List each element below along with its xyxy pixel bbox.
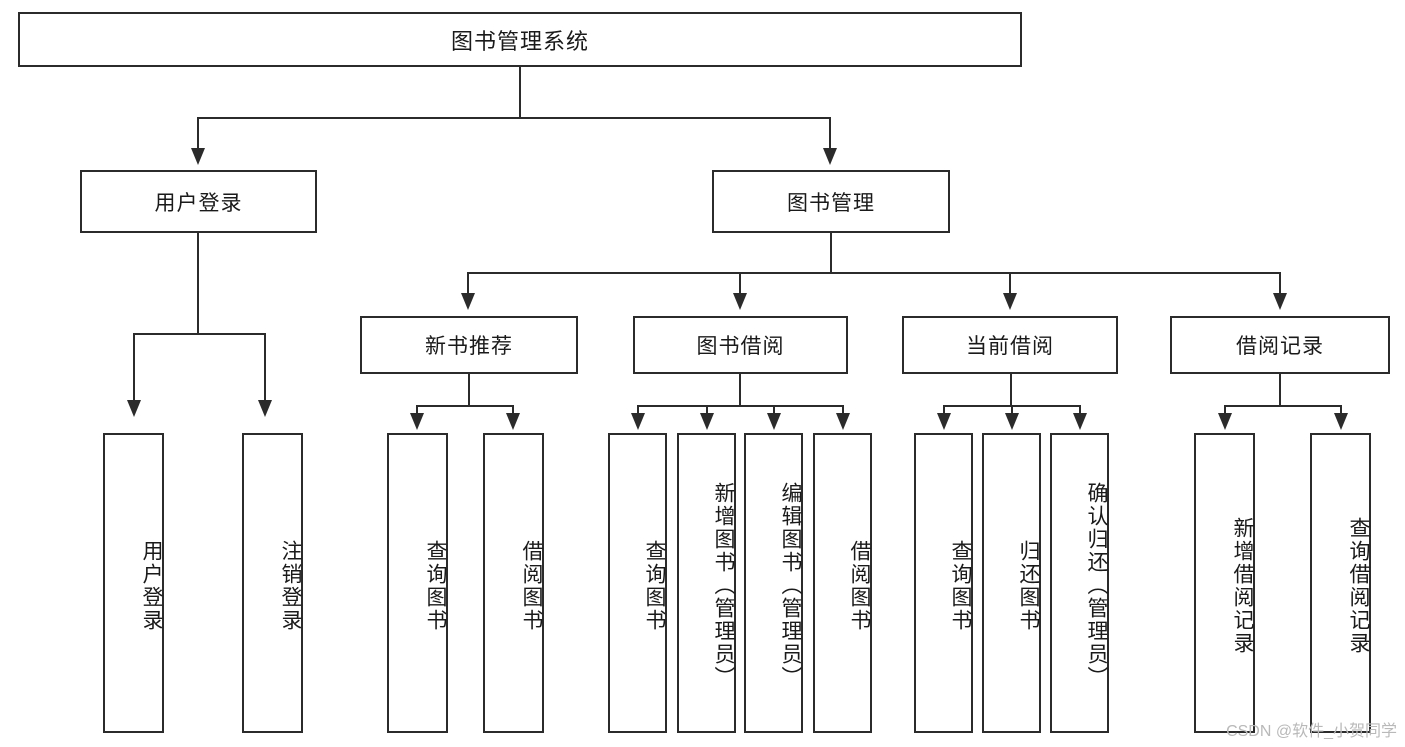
leaf-cb-confirm-return-admin[interactable]: 确认归还（管理员） (1050, 433, 1109, 733)
edge-book-management-bar (467, 272, 1280, 274)
node-label: 新增借阅记录 (1231, 517, 1254, 655)
node-label: 注销登录 (279, 540, 302, 632)
node-label: 查询图书 (643, 540, 666, 632)
node-label: 图书借阅 (696, 335, 785, 358)
edge-user-login-bar (133, 333, 264, 335)
arrowhead-book-management (823, 148, 837, 165)
edge-book-management-stem (830, 233, 832, 273)
node-book-management[interactable]: 图书管理 (712, 170, 950, 233)
edge-nbr-stem (468, 374, 470, 406)
arrowhead-leaf-user-login (127, 400, 141, 417)
edge-bm-to-new-book (467, 272, 469, 294)
edge-root-to-book-management (829, 117, 831, 150)
edge-br-bar (1224, 405, 1342, 407)
node-label: 图书管理 (787, 191, 875, 215)
node-borrow-record[interactable]: 借阅记录 (1170, 316, 1390, 374)
edge-cb-to-leaf-3 (1079, 405, 1081, 415)
edge-br-to-leaf-2 (1340, 405, 1342, 415)
arrowhead-cb-leaf-3 (1073, 413, 1087, 430)
node-label: 借阅记录 (1236, 335, 1324, 358)
leaf-bb-edit-book-admin[interactable]: 编辑图书（管理员） (744, 433, 803, 733)
arrowhead-book-borrow (733, 293, 747, 310)
node-label: 用户登录 (140, 540, 163, 632)
node-user-login[interactable]: 用户登录 (80, 170, 317, 233)
edge-nbr-to-leaf-1 (416, 405, 418, 415)
arrowhead-bb-leaf-3 (767, 413, 781, 430)
arrowhead-new-book-recommend (461, 293, 475, 310)
arrowhead-cb-leaf-2 (1005, 413, 1019, 430)
leaf-cb-query-book[interactable]: 查询图书 (914, 433, 973, 733)
arrowhead-cb-leaf-1 (937, 413, 951, 430)
edge-user-login-to-leaf-1 (133, 333, 135, 402)
edge-bb-to-leaf-3 (773, 405, 775, 415)
node-label: 新书推荐 (425, 335, 513, 358)
node-book-borrow[interactable]: 图书借阅 (633, 316, 848, 374)
node-label: 新增图书（管理员） (712, 481, 735, 689)
edge-user-login-to-leaf-2 (264, 333, 266, 402)
leaf-logout[interactable]: 注销登录 (242, 433, 303, 733)
leaf-br-query-record[interactable]: 查询借阅记录 (1310, 433, 1371, 733)
node-label: 查询图书 (949, 540, 972, 632)
edge-bm-to-book-borrow (739, 272, 741, 294)
edge-root-to-user-login (197, 117, 199, 150)
edge-bm-to-current-borrow (1009, 272, 1011, 294)
edge-br-to-leaf-1 (1224, 405, 1226, 415)
edge-bb-to-leaf-2 (706, 405, 708, 415)
edge-nbr-bar (416, 405, 514, 407)
arrowhead-user-login (191, 148, 205, 165)
node-label: 借阅图书 (520, 540, 543, 632)
node-new-book-recommend[interactable]: 新书推荐 (360, 316, 578, 374)
node-current-borrow[interactable]: 当前借阅 (902, 316, 1118, 374)
node-label: 当前借阅 (966, 335, 1054, 358)
edge-cb-to-leaf-1 (943, 405, 945, 415)
edge-br-stem (1279, 374, 1281, 406)
arrowhead-br-leaf-1 (1218, 413, 1232, 430)
leaf-nbr-query-book[interactable]: 查询图书 (387, 433, 448, 733)
leaf-bb-borrow-book[interactable]: 借阅图书 (813, 433, 872, 733)
node-root-book-management-system[interactable]: 图书管理系统 (18, 12, 1022, 67)
arrowhead-bb-leaf-1 (631, 413, 645, 430)
edge-bb-to-leaf-1 (637, 405, 639, 415)
edge-bb-bar (637, 405, 843, 407)
leaf-br-add-record[interactable]: 新增借阅记录 (1194, 433, 1255, 733)
edge-user-login-stem (197, 233, 199, 334)
edge-bm-to-borrow-record (1279, 272, 1281, 294)
edge-root-stem (519, 67, 521, 118)
node-label: 查询借阅记录 (1347, 517, 1370, 655)
arrowhead-leaf-logout (258, 400, 272, 417)
edge-bb-to-leaf-4 (842, 405, 844, 415)
arrowhead-bb-leaf-2 (700, 413, 714, 430)
edge-cb-to-leaf-2 (1011, 405, 1013, 415)
arrowhead-current-borrow (1003, 293, 1017, 310)
node-label: 查询图书 (424, 540, 447, 632)
edge-nbr-to-leaf-2 (512, 405, 514, 415)
arrowhead-br-leaf-2 (1334, 413, 1348, 430)
node-label: 归还图书 (1017, 540, 1040, 632)
node-label: 图书管理系统 (450, 28, 589, 54)
arrowhead-borrow-record (1273, 293, 1287, 310)
leaf-user-login[interactable]: 用户登录 (103, 433, 164, 733)
arrowhead-bb-leaf-4 (836, 413, 850, 430)
edge-cb-stem (1010, 374, 1012, 406)
edge-root-bar (197, 117, 831, 119)
node-label: 借阅图书 (848, 540, 871, 632)
arrowhead-nbr-leaf-2 (506, 413, 520, 430)
leaf-bb-query-book[interactable]: 查询图书 (608, 433, 667, 733)
node-label: 用户登录 (154, 191, 243, 215)
node-label: 编辑图书（管理员） (779, 481, 802, 689)
edge-bb-stem (739, 374, 741, 406)
node-label: 确认归还（管理员） (1085, 481, 1108, 689)
leaf-cb-return-book[interactable]: 归还图书 (982, 433, 1041, 733)
arrowhead-nbr-leaf-1 (410, 413, 424, 430)
leaf-bb-add-book-admin[interactable]: 新增图书（管理员） (677, 433, 736, 733)
leaf-nbr-borrow-book[interactable]: 借阅图书 (483, 433, 544, 733)
